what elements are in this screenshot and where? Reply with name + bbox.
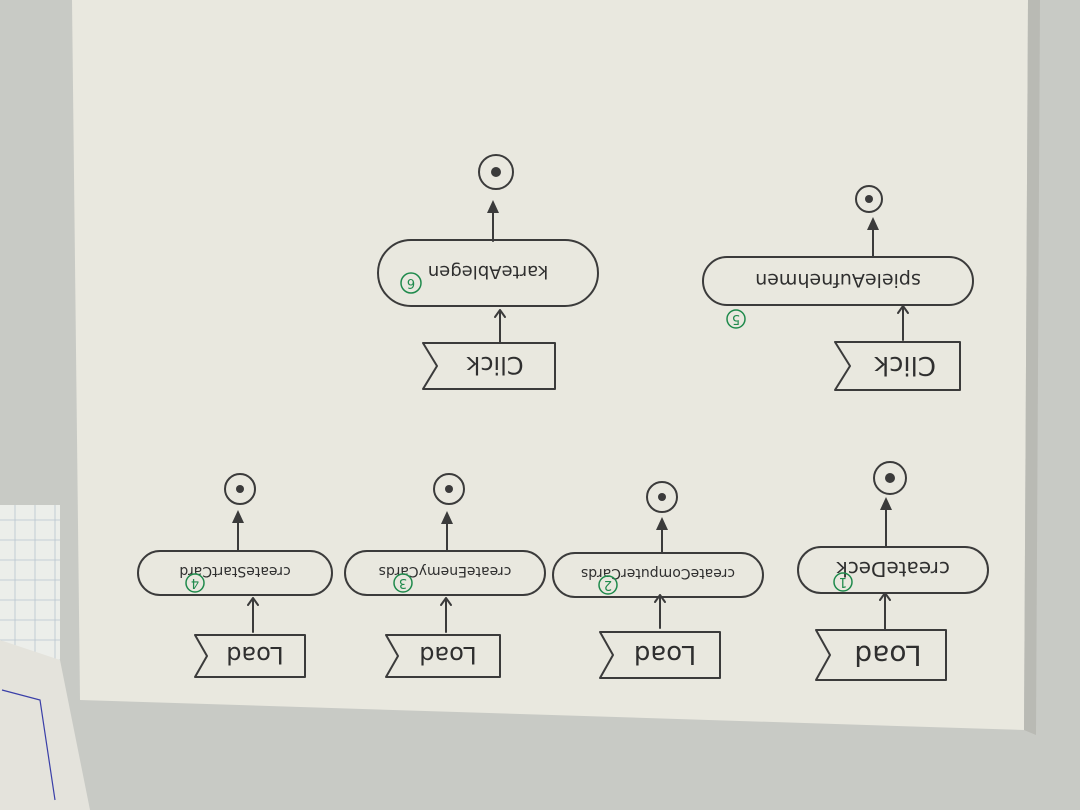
arrowhead-icon xyxy=(867,217,879,230)
flow-column-col3: Load createEnemyCards 3 xyxy=(344,473,546,678)
order-circle-icon xyxy=(726,309,746,329)
action-label: karteAblegen xyxy=(428,261,548,282)
arrowhead-icon xyxy=(487,200,499,213)
event-flag-load-4: Load xyxy=(194,634,306,678)
order-number: 4 xyxy=(191,575,199,590)
action-label: createDeck xyxy=(836,557,950,581)
flow-column-col2: Load createComputerCards 2 xyxy=(552,481,764,679)
end-node-icon xyxy=(855,185,883,213)
event-label: Click xyxy=(466,351,523,379)
action-label: spieleAufnehmen xyxy=(755,269,921,291)
flow-column-col1: Load createDeck 1 xyxy=(797,461,989,681)
action-node-5: spieleAufnehmen 5 xyxy=(702,256,974,329)
arrowhead-icon xyxy=(232,510,244,523)
arrowhead-icon xyxy=(441,511,453,524)
arrowhead-icon xyxy=(880,497,892,510)
order-number: 5 xyxy=(732,311,740,326)
event-label: Load xyxy=(226,641,284,669)
end-node-icon xyxy=(478,154,514,190)
order-circle-icon xyxy=(598,575,618,595)
event-label: Load xyxy=(634,639,696,669)
event-label: Click xyxy=(874,350,936,380)
event-label: Load xyxy=(854,639,921,672)
end-node-dot-icon xyxy=(865,195,873,203)
end-node-dot-icon xyxy=(491,167,501,177)
arrow-load-to-action-4 xyxy=(247,597,259,633)
end-node-icon xyxy=(433,473,465,505)
order-circle-icon xyxy=(400,272,422,294)
event-label: Load xyxy=(419,641,477,669)
end-node-dot-icon xyxy=(445,485,453,493)
note-margin-line xyxy=(1,689,56,801)
flow-column-col4: Load createStartCard 4 xyxy=(137,473,333,678)
order-number: 3 xyxy=(399,575,407,590)
flow-column-col5: Click spieleAufnehmen 5 xyxy=(702,185,974,391)
action-node-6: karteAblegen 6 xyxy=(377,239,599,307)
event-flag-load-1: Load xyxy=(815,629,947,681)
arrow-load-to-action-2 xyxy=(654,594,666,629)
event-flag-load-3: Load xyxy=(385,634,501,678)
order-number: 2 xyxy=(604,577,612,592)
action-node-4: createStartCard 4 xyxy=(137,550,333,596)
end-node-dot-icon xyxy=(658,493,666,501)
order-circle-icon xyxy=(185,573,205,593)
action-node-3: createEnemyCards 3 xyxy=(344,550,546,596)
action-node-1: createDeck 1 xyxy=(797,546,989,594)
order-circle-icon xyxy=(393,573,413,593)
paper-sheet xyxy=(72,0,1028,730)
arrow-load-to-action-3 xyxy=(440,597,452,633)
order-circle-icon xyxy=(833,572,853,592)
order-number: 1 xyxy=(839,574,847,589)
end-node-icon xyxy=(646,481,678,513)
action-label: createComputerCards xyxy=(581,565,735,581)
arrow-click-to-action-6 xyxy=(494,309,506,344)
action-node-2: createComputerCards 2 xyxy=(552,552,764,598)
end-node-dot-icon xyxy=(236,485,244,493)
event-flag-click-6: Click xyxy=(422,342,556,390)
order-number: 6 xyxy=(407,275,415,290)
end-node-dot-icon xyxy=(885,473,895,483)
event-flag-click-5: Click xyxy=(834,341,961,391)
paper-shadow xyxy=(1024,0,1040,735)
note-sheet xyxy=(0,640,90,810)
event-flag-load-2: Load xyxy=(599,631,721,679)
end-node-icon xyxy=(873,461,907,495)
action-label: createEnemyCards xyxy=(379,563,512,579)
flow-column-col6: Click karteAblegen 6 xyxy=(377,154,599,390)
action-label: createStartCard xyxy=(179,563,290,579)
arrowhead-icon xyxy=(656,517,668,530)
end-node-icon xyxy=(224,473,256,505)
